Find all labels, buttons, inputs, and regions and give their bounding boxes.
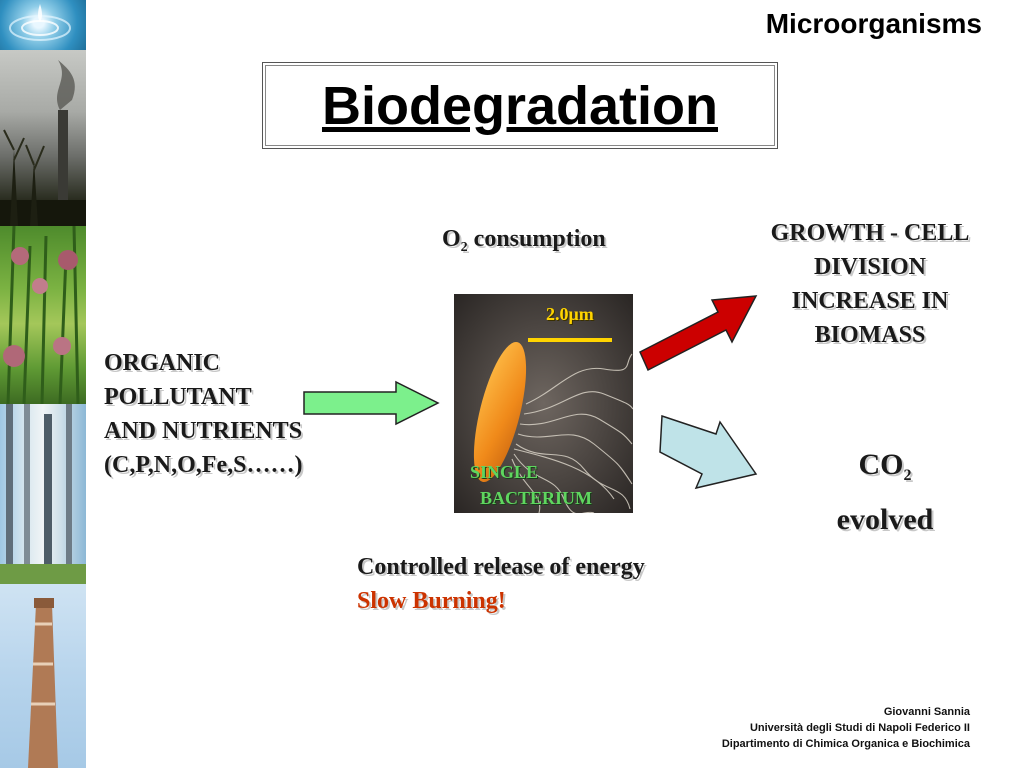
- o2-prefix: O: [442, 226, 461, 252]
- energy-release-label: Controlled release of energy Slow Burnin…: [357, 550, 645, 618]
- co2-subscript: 2: [903, 467, 912, 484]
- slide-title-box: Biodegradation: [262, 62, 778, 149]
- growth-arrow: [639, 295, 758, 372]
- o2-subscript: 2: [460, 240, 468, 255]
- organic-line: ORGANIC: [104, 350, 221, 376]
- growth-line: BIOMASS: [814, 322, 926, 348]
- scale-bar-label: 2.0μm: [546, 304, 594, 324]
- decorative-photo-strip: [0, 0, 86, 768]
- organic-line: AND NUTRIENTS: [104, 418, 303, 444]
- o2-rest: consumption: [467, 226, 606, 252]
- co2-arrow-shape: [659, 414, 758, 490]
- growth-label: GROWTH - CELL DIVISION INCREASE IN BIOMA…: [736, 216, 1004, 352]
- organic-line: (C,P,N,O,Fe,S……): [104, 452, 303, 478]
- tree-trunks-photo: [0, 404, 86, 584]
- co2-arrow: [659, 414, 758, 490]
- footer-department: Dipartimento di Chimica Organica e Bioch…: [721, 738, 970, 750]
- slide-footer: Giovanni Sannia Università degli Studi d…: [722, 704, 970, 752]
- footer-university: Università degli Studi di Napoli Federic…: [749, 722, 970, 734]
- organic-line: POLLUTANT: [104, 384, 252, 410]
- footer-author: Giovanni Sannia: [883, 706, 970, 718]
- slow-burning-line: Slow Burning!: [357, 588, 506, 614]
- growth-line: INCREASE IN: [791, 288, 949, 314]
- section-title: Microorganisms: [765, 8, 982, 39]
- bacterium-micrograph: 2.0μm SINGLE BACTERIUM: [454, 294, 633, 513]
- co2-evolved-label: CO2 evolved: [826, 440, 944, 545]
- smokestack-pollution-photo: [0, 50, 86, 226]
- growth-arrow-shape: [639, 295, 758, 372]
- evolved-line: evolved: [836, 503, 934, 536]
- reeds-flowers-photo: [0, 226, 86, 404]
- growth-line: DIVISION: [813, 254, 927, 280]
- co2-prefix: CO: [858, 448, 904, 481]
- co2-line: CO2: [826, 440, 944, 495]
- chimney-photo: [0, 584, 86, 768]
- o2-consumption-label: O2 consumption: [442, 226, 606, 255]
- growth-line: GROWTH - CELL: [770, 220, 970, 246]
- input-arrow-shape: [303, 380, 440, 426]
- bacterium-label: BACTERIUM: [480, 488, 593, 508]
- water-drop-photo: [0, 0, 86, 50]
- slide-title: Biodegradation: [321, 75, 718, 136]
- bacterium-image: [454, 294, 633, 513]
- controlled-release-line: Controlled release of energy: [357, 554, 645, 580]
- input-arrow: [303, 380, 440, 426]
- single-label: SINGLE: [470, 462, 539, 482]
- organic-pollutant-label: ORGANIC POLLUTANT AND NUTRIENTS (C,P,N,O…: [104, 346, 302, 482]
